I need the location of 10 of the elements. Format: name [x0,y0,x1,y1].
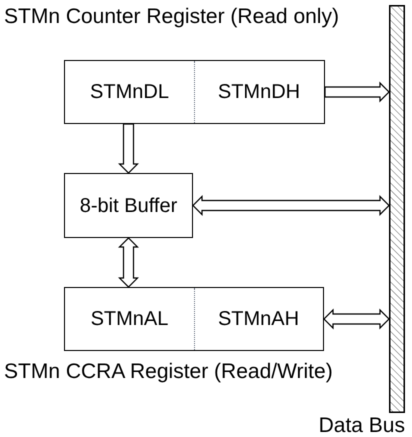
register-heading: STMn Counter Register (Read only) [4,4,339,30]
block-arrow [324,82,390,102]
block-arrow [118,237,139,288]
register-heading: STMn CCRA Register (Read/Write) [4,359,333,385]
block-arrow [118,123,139,174]
block-arrow [192,195,390,216]
buffer-box [64,173,193,238]
bus-label: Data Bus [318,414,405,437]
register-label: 8-bit Buffer [80,194,178,218]
block-arrow [323,308,390,330]
